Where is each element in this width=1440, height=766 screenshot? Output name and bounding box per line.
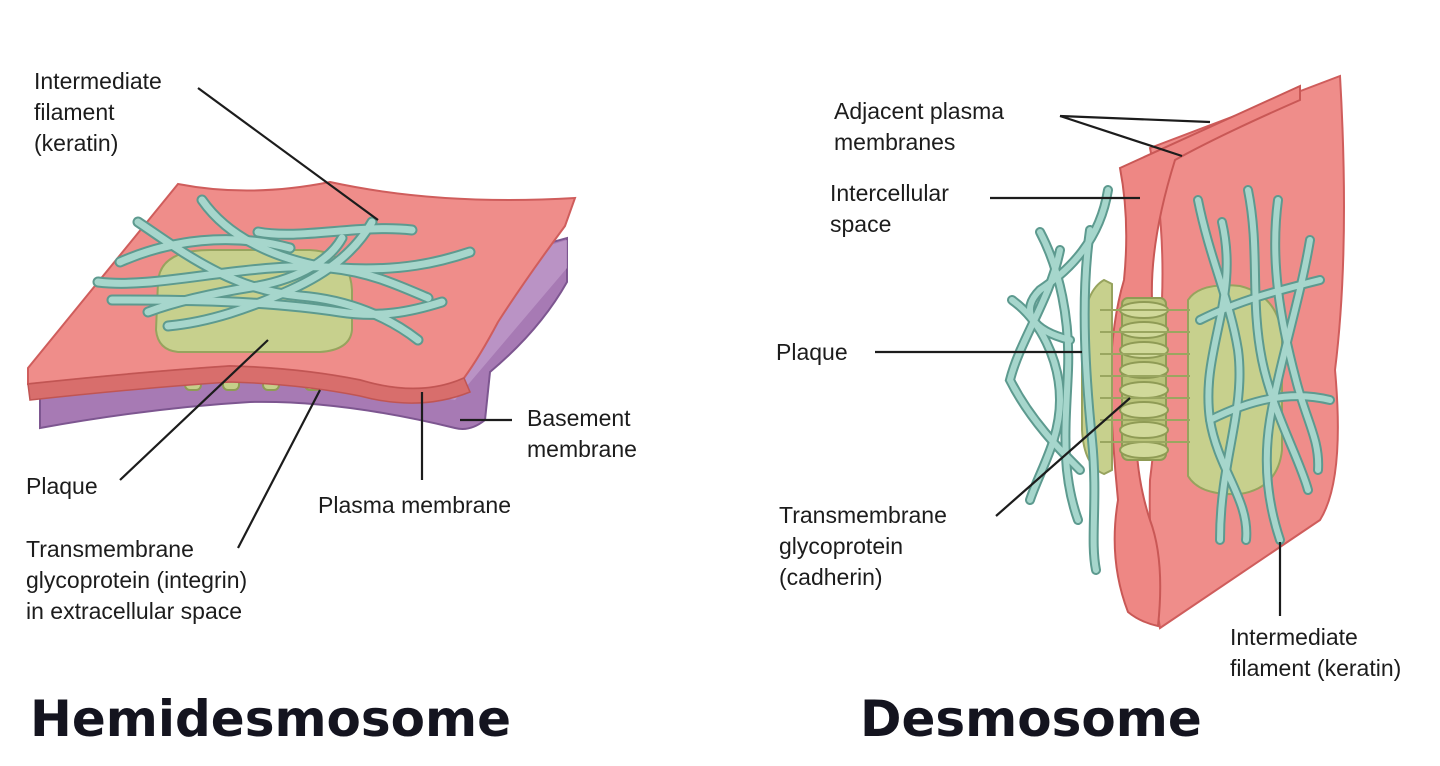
label-line: Intermediate bbox=[34, 68, 162, 94]
label-line: Transmembrane bbox=[779, 502, 947, 528]
title-hemidesmosome: Hemidesmosome bbox=[30, 690, 512, 748]
label-line: Adjacent plasma bbox=[834, 98, 1005, 124]
plasma-membrane-edge bbox=[27, 365, 471, 404]
label-line: membranes bbox=[834, 129, 956, 155]
desmosome-illustration bbox=[875, 74, 1345, 630]
label-hemi-basement-membrane: Basement membrane bbox=[527, 403, 637, 465]
label-line: Intercellular bbox=[830, 180, 949, 206]
label-line: glycoprotein (integrin) bbox=[26, 567, 248, 593]
label-des-intermediate-filament: Intermediate filament (keratin) bbox=[1230, 622, 1401, 684]
cadherin-stack bbox=[1100, 297, 1190, 461]
label-line: (cadherin) bbox=[779, 564, 883, 590]
label-line: (keratin) bbox=[34, 130, 119, 156]
label-des-adjacent-membranes: Adjacent plasma membranes bbox=[834, 96, 1004, 158]
label-des-intercellular-space: Intercellular space bbox=[830, 178, 949, 240]
label-des-transmembrane: Transmembrane glycoprotein (cadherin) bbox=[779, 500, 947, 593]
desmosome-keratin-filaments bbox=[1004, 185, 1335, 575]
label-line: Transmembrane bbox=[26, 536, 194, 562]
label-line: Intermediate bbox=[1230, 624, 1358, 650]
title-desmosome: Desmosome bbox=[860, 690, 1202, 748]
label-hemi-plaque: Plaque bbox=[26, 473, 98, 499]
label-line: membrane bbox=[527, 436, 637, 462]
desmosome-leader-lines bbox=[875, 114, 1282, 616]
label-line: in extracellular space bbox=[26, 598, 243, 624]
label-hemi-plasma-membrane: Plasma membrane bbox=[318, 492, 512, 518]
label-line: space bbox=[830, 211, 892, 237]
label-line: glycoprotein bbox=[779, 533, 904, 559]
label-line: filament (keratin) bbox=[1230, 655, 1402, 681]
hemidesmosome-keratin-filaments bbox=[92, 194, 476, 346]
label-hemi-intermediate-filament: Intermediate filament (keratin) bbox=[34, 66, 162, 159]
label-line: Basement bbox=[527, 405, 631, 431]
hemidesmosome-leader-lines bbox=[119, 87, 512, 549]
hemidesmosome-illustration bbox=[27, 87, 577, 549]
label-des-plaque: Plaque bbox=[776, 339, 848, 365]
label-line: filament bbox=[34, 99, 115, 125]
label-hemi-transmembrane: Transmembrane glycoprotein (integrin) in… bbox=[26, 534, 247, 627]
